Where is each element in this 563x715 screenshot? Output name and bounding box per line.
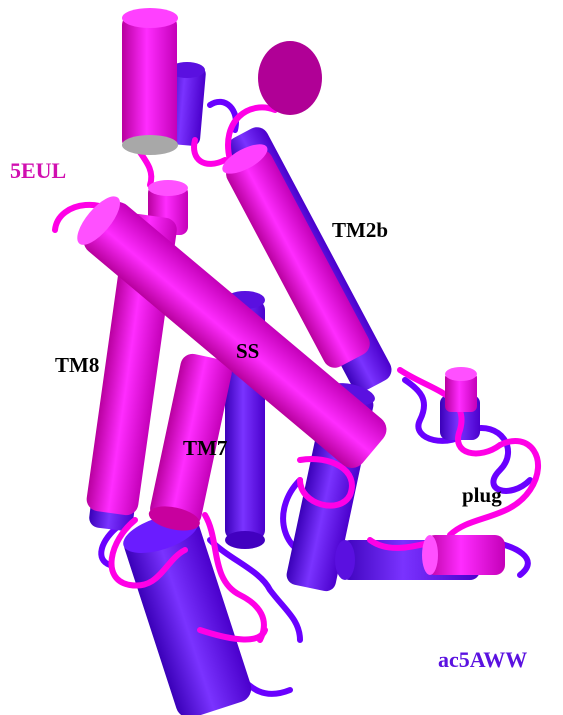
reference-helix-top: [122, 8, 178, 155]
model-structure-label: ac5AWW: [438, 649, 527, 671]
reference-helices: [70, 8, 505, 575]
tm7-label: TM7: [183, 438, 227, 459]
reference-helix-end-disc: [258, 41, 322, 115]
ss-label: SS: [236, 341, 259, 362]
reference-helix-plug: [422, 535, 505, 575]
plug-label: plug: [462, 485, 502, 506]
reference-helix-right: [445, 367, 477, 412]
reference-structure-label: 5EUL: [10, 160, 66, 182]
tm2b-label: TM2b: [332, 220, 388, 241]
tm8-label: TM8: [55, 355, 99, 376]
